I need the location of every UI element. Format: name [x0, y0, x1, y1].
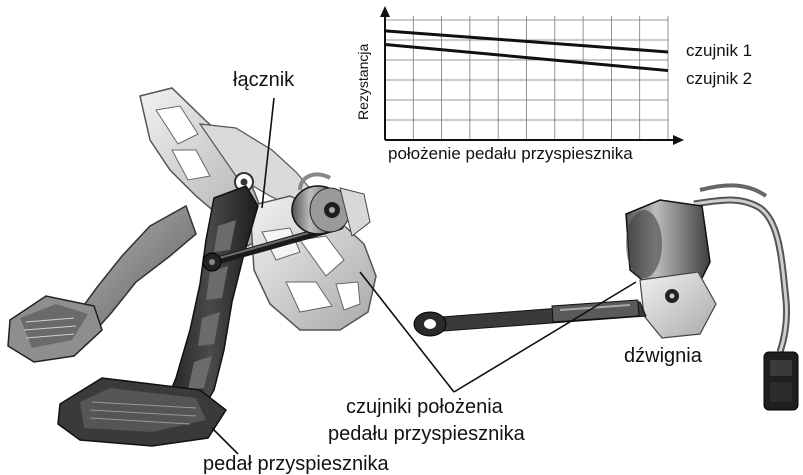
label-sensors-line1: czujniki położenia: [346, 397, 503, 417]
sensor-plug: [764, 352, 798, 410]
leader-sensors-right: [454, 282, 636, 392]
sensor-lever-rod: [414, 300, 646, 336]
chart-x-label: położenie pedału przyspiesznika: [388, 145, 633, 162]
label-sensors-line2: pedału przyspiesznika: [328, 424, 525, 444]
sensor-cable: [694, 185, 787, 352]
label-pedal: pedał przyspiesznika: [203, 454, 389, 474]
legend-czujnik-2: czujnik 2: [686, 70, 752, 87]
chart-y-label: Rezystancja: [356, 44, 370, 120]
legend-czujnik-1: czujnik 1: [686, 42, 752, 59]
right-sensor-body: [626, 200, 716, 338]
label-lever: dźwignia: [624, 346, 702, 366]
y-axis-arrow: [380, 6, 390, 17]
leader-pedal: [212, 428, 238, 454]
resistance-chart: [380, 6, 684, 145]
label-connector: łącznik: [233, 70, 294, 90]
brake-pedal-arm: [8, 206, 196, 362]
x-axis-arrow: [673, 135, 684, 145]
